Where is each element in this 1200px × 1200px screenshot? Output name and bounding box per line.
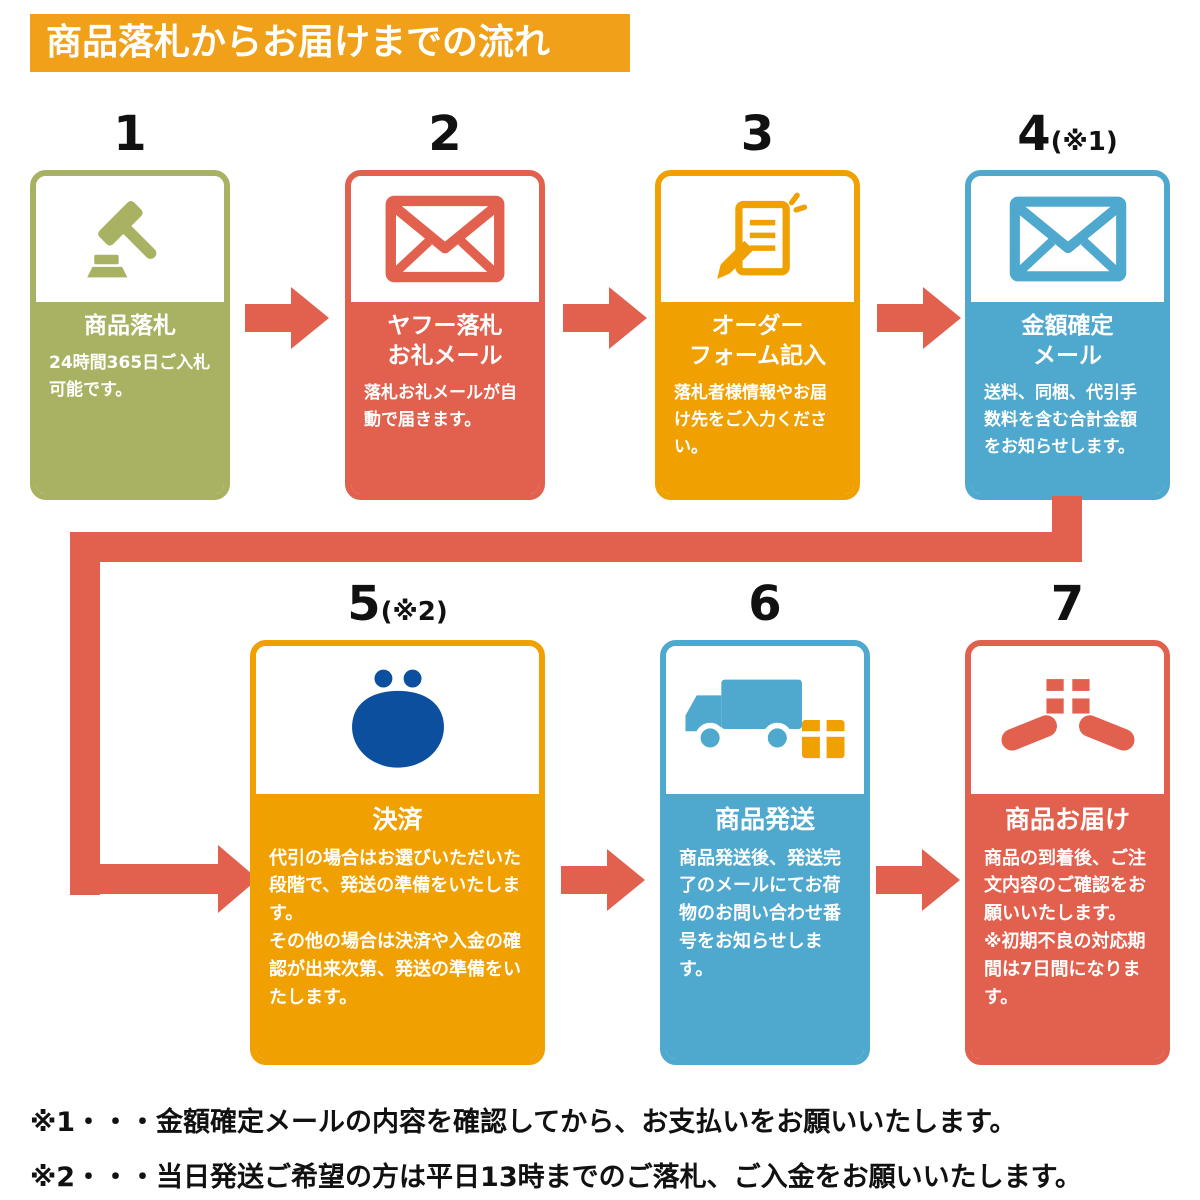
arrow-right-icon xyxy=(877,287,961,349)
step-2-title: ヤフー落札お礼メール xyxy=(387,313,503,369)
step-5-title: 決済 xyxy=(372,805,423,834)
step-4-title: 金額確定メール xyxy=(1021,313,1114,369)
step-3-number: 3 xyxy=(740,106,775,162)
step-5-body: 決済 代引の場合はお選びいただいた段階で、発送の準備をいたします。 その他の場合… xyxy=(256,794,539,1059)
step-6-description: 商品発送後、発送完了のメールにてお荷物のお問い合わせ番号をお知らせします。 xyxy=(679,847,841,981)
mail-icon xyxy=(351,176,539,302)
arrow-right-icon xyxy=(563,287,647,349)
coin-purse-icon xyxy=(256,646,539,794)
step-2-body: ヤフー落札お礼メール 落札お礼メールが自動で届きます。 xyxy=(351,302,539,494)
step-4-body: 金額確定メール 送料、同梱、代引手数料を含む合計金額をお知らせします。 xyxy=(971,302,1164,494)
step-1-number: 1 xyxy=(113,106,147,162)
step-7-number: 7 xyxy=(1050,576,1085,632)
step-1-description: 24時間365日ご入札可能です。 xyxy=(49,352,211,401)
step-4-number: 4(※1) xyxy=(1017,106,1118,162)
page-title: 商品落札からお届けまでの流れ xyxy=(30,14,630,72)
step-4-description: 送料、同梱、代引手数料を含む合計金額をお知らせします。 xyxy=(984,382,1137,458)
footnote-2: ※2・・・当日発送ご希望の方は平日13時までのご落札、ご入金をお願いいたします。 xyxy=(30,1162,1082,1193)
step-2-number: 2 xyxy=(428,106,462,162)
step-card-auction-win: 商品落札 24時間365日ご入札可能です。 xyxy=(30,170,230,500)
step-1-title: 商品落札 xyxy=(84,313,176,339)
mail-icon xyxy=(971,176,1164,302)
arrow-right-icon xyxy=(561,849,645,911)
step-card-payment: 決済 代引の場合はお選びいただいた段階で、発送の準備をいたします。 その他の場合… xyxy=(250,640,545,1065)
step-card-price-mail: 金額確定メール 送料、同梱、代引手数料を含む合計金額をお知らせします。 xyxy=(965,170,1170,500)
step-card-delivery: 商品お届け 商品の到着後、ご注文内容のご確認をお願いいたします。 ※初期不良の対… xyxy=(965,640,1170,1065)
arrow-right-icon xyxy=(876,849,960,911)
step-5-number: 5(※2) xyxy=(347,576,448,632)
truck-box-icon xyxy=(666,646,864,794)
step-7-body: 商品お届け 商品の到着後、ご注文内容のご確認をお願いいたします。 ※初期不良の対… xyxy=(971,794,1164,1059)
step-3-body: オーダーフォーム記入 落札者様情報やお届け先をご入力ください。 xyxy=(661,302,854,494)
hands-package-icon xyxy=(971,646,1164,794)
step-7-title: 商品お届け xyxy=(1004,805,1130,834)
step-3-title: オーダーフォーム記入 xyxy=(688,313,827,369)
step-2-description: 落札お礼メールが自動で届きます。 xyxy=(364,382,517,430)
flow-connector-segment xyxy=(70,864,220,894)
step-card-order-form: オーダーフォーム記入 落札者様情報やお届け先をご入力ください。 xyxy=(655,170,860,500)
footnote-1: ※1・・・金額確定メールの内容を確認してから、お支払いをお願いいたします。 xyxy=(30,1107,1017,1138)
step-5-description: 代引の場合はお選びいただいた段階で、発送の準備をいたします。 その他の場合は決済… xyxy=(269,847,521,1008)
step-1-body: 商品落札 24時間365日ご入札可能です。 xyxy=(36,302,224,494)
gavel-icon xyxy=(36,176,224,302)
flow-connector-segment xyxy=(1052,496,1082,536)
flow-connector-segment xyxy=(70,532,100,895)
step-6-title: 商品発送 xyxy=(714,805,815,834)
step-6-number: 6 xyxy=(748,576,782,632)
arrow-right-icon xyxy=(245,287,329,349)
step-6-body: 商品発送 商品発送後、発送完了のメールにてお荷物のお問い合わせ番号をお知らせしま… xyxy=(666,794,864,1059)
step-card-thankyou-mail: ヤフー落札お礼メール 落札お礼メールが自動で届きます。 xyxy=(345,170,545,500)
pencil-form-icon xyxy=(661,176,854,302)
step-7-description: 商品の到着後、ご注文内容のご確認をお願いいたします。 ※初期不良の対応期間は7日… xyxy=(984,847,1146,1008)
flow-connector-segment xyxy=(70,532,1082,562)
step-3-description: 落札者様情報やお届け先をご入力ください。 xyxy=(674,382,827,458)
step-card-shipping: 商品発送 商品発送後、発送完了のメールにてお荷物のお問い合わせ番号をお知らせしま… xyxy=(660,640,870,1065)
